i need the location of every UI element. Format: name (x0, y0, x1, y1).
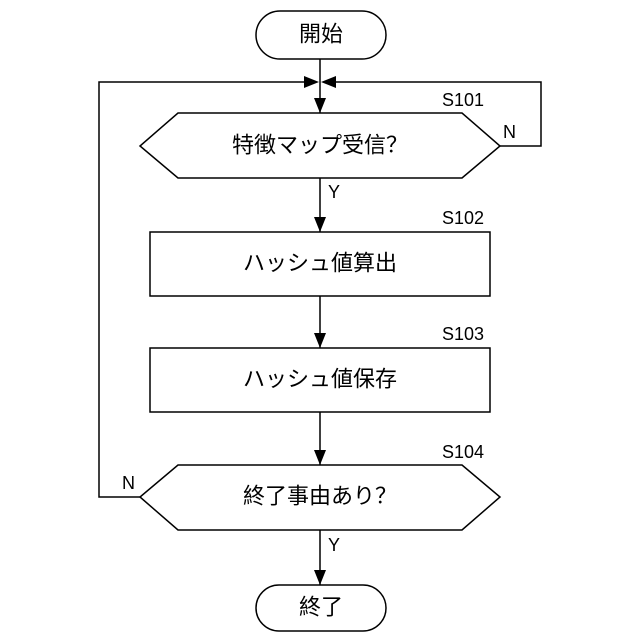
decision-s101: 特徴マップ受信？ S101 N Y (140, 90, 516, 202)
arrowhead-loop-left (304, 76, 319, 88)
arrowhead-into-s104 (314, 450, 326, 465)
s101-label: 特徴マップ受信？ (232, 134, 408, 159)
s104-step-label: S104 (442, 442, 484, 462)
arrowhead-into-end (314, 570, 326, 585)
s101-yes-label: Y (328, 182, 340, 202)
s103-step-label: S103 (442, 324, 484, 344)
s103-label: ハッシュ値保存 (243, 368, 397, 393)
arrowhead-into-s101 (314, 98, 326, 113)
s102-step-label: S102 (442, 208, 484, 228)
end-terminal: 終了 (256, 585, 386, 631)
s101-step-label: S101 (442, 90, 484, 110)
s104-label: 終了事由あり？ (243, 485, 397, 510)
decision-s104: 終了事由あり？ S104 N Y (122, 442, 500, 555)
s101-no-label: N (503, 122, 516, 142)
arrowhead-into-s103 (314, 333, 326, 348)
end-label: 終了 (299, 596, 343, 621)
arrowhead-into-s102 (314, 217, 326, 232)
arrowhead-loop-right (321, 76, 336, 88)
start-terminal: 開始 (256, 11, 386, 59)
start-label: 開始 (299, 23, 343, 48)
s104-no-label: N (122, 473, 135, 493)
s104-yes-label: Y (328, 535, 340, 555)
s102-label: ハッシュ値算出 (243, 252, 397, 277)
